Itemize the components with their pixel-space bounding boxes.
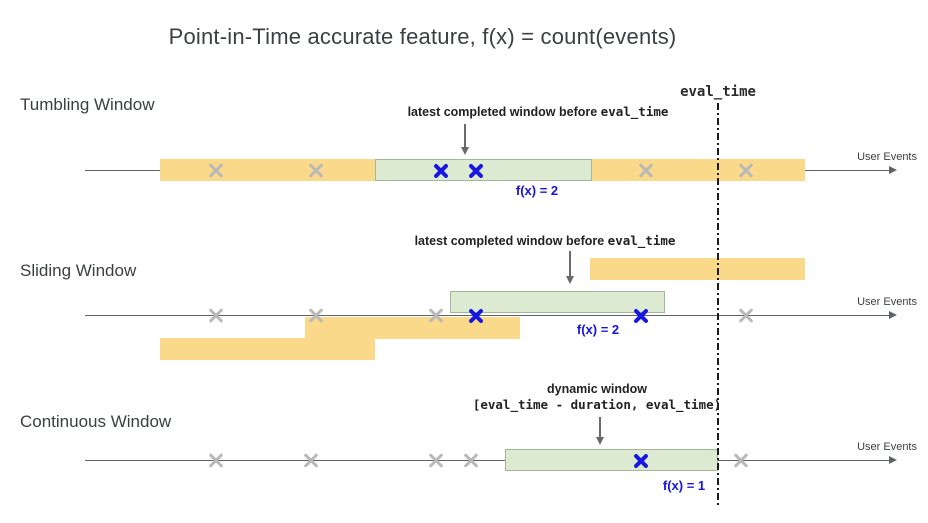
- window-completed: [590, 258, 805, 280]
- row-label-tumbling: Tumbling Window: [20, 95, 155, 114]
- event-marker-counted: [467, 306, 485, 324]
- event-marker-past: [737, 161, 755, 179]
- axis-label-user-events: User Events: [857, 151, 917, 163]
- event-marker-past: [302, 451, 320, 469]
- row-label-sliding: Sliding Window: [20, 261, 137, 280]
- timeline-arrowhead-icon: [889, 311, 897, 319]
- event-marker-counted: [632, 451, 650, 469]
- eval-time-label: eval_time: [680, 84, 756, 100]
- eval-time-dashed-line: [717, 103, 719, 508]
- window-highlight: [505, 449, 718, 471]
- result-continuous: f(x) = 1: [662, 478, 706, 493]
- annotation-arrow-icon: [460, 124, 469, 155]
- annotation-text: latest completed window before: [414, 234, 608, 248]
- event-marker-past: [207, 451, 225, 469]
- annotation-code: eval_time: [607, 233, 676, 248]
- annotation-code: eval_time: [600, 104, 669, 119]
- event-marker-past: [207, 161, 225, 179]
- annotation-continuous: dynamic window[eval_time - duration, eva…: [447, 381, 747, 413]
- result-tumbling: f(x) = 2: [515, 183, 559, 198]
- window-completed: [160, 338, 375, 360]
- annotation-arrow-icon: [595, 417, 604, 445]
- event-marker-counted: [467, 161, 485, 179]
- event-marker-past: [207, 306, 225, 324]
- axis-label-user-events: User Events: [857, 296, 917, 308]
- timeline-arrowhead-icon: [889, 166, 897, 174]
- window-completed: [305, 317, 520, 339]
- event-marker-past: [307, 161, 325, 179]
- event-marker-past: [307, 306, 325, 324]
- annotation-sliding: latest completed window before eval_time: [345, 233, 745, 248]
- event-marker-past: [427, 306, 445, 324]
- timeline-axis: [85, 315, 891, 316]
- event-marker-past: [427, 451, 445, 469]
- result-sliding: f(x) = 2: [576, 322, 620, 337]
- event-marker-counted: [432, 161, 450, 179]
- page-title: Point-in-Time accurate feature, f(x) = c…: [168, 24, 677, 49]
- annotation-text: latest completed window before: [407, 105, 601, 119]
- event-marker-past: [732, 451, 750, 469]
- event-marker-past: [737, 306, 755, 324]
- row-label-continuous: Continuous Window: [20, 412, 172, 431]
- annotation-code: [eval_time - duration, eval_time): [472, 397, 722, 412]
- annotation-text: dynamic window: [546, 382, 647, 396]
- timeline-axis: [85, 460, 891, 461]
- timeline-arrowhead-icon: [889, 456, 897, 464]
- window-completed: [160, 159, 375, 181]
- window-highlight: [450, 291, 665, 313]
- event-marker-past: [637, 161, 655, 179]
- axis-label-user-events: User Events: [857, 441, 917, 453]
- annotation-arrow-icon: [565, 251, 574, 284]
- event-marker-past: [462, 451, 480, 469]
- annotation-tumbling: latest completed window before eval_time: [338, 104, 738, 119]
- window-completed: [592, 159, 805, 181]
